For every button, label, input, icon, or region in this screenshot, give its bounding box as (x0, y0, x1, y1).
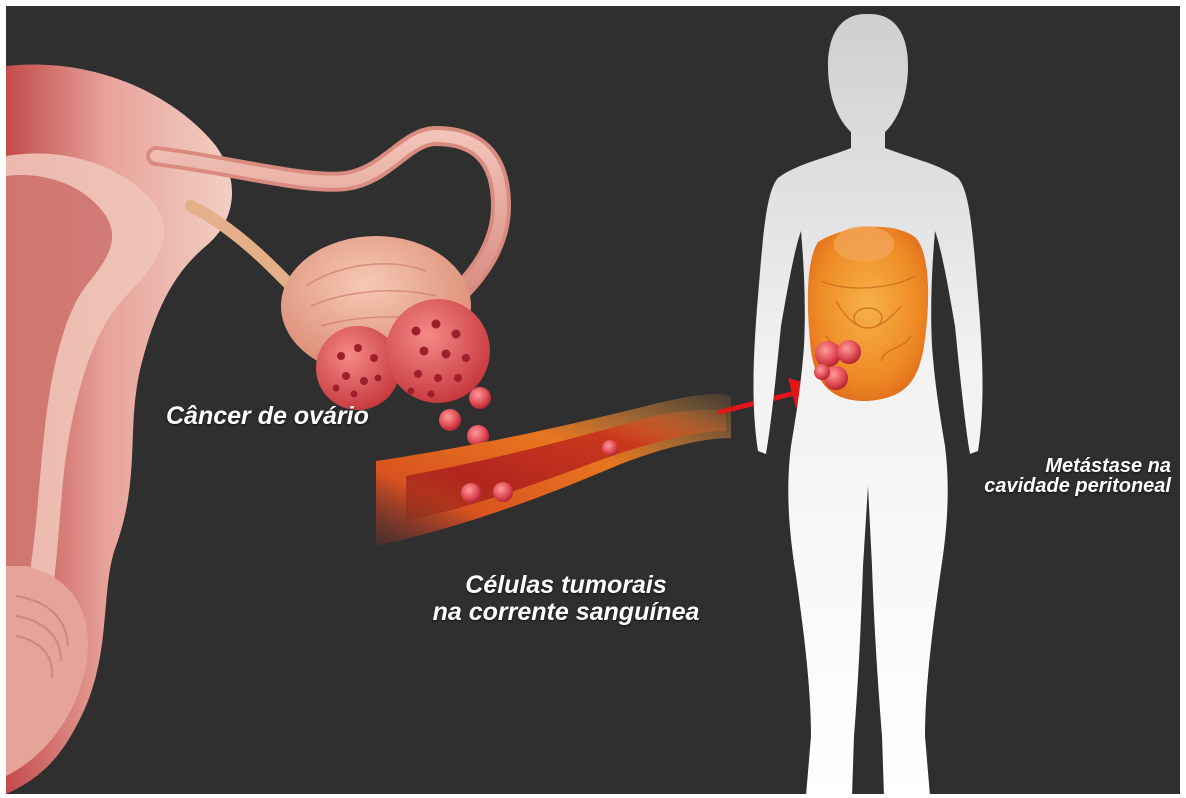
peritoneal-cavity-illustration (808, 226, 928, 401)
metastasis-label: Metástase na cavidade peritoneal (921, 456, 1171, 496)
metastasis-diagram (6, 6, 1180, 794)
female-body-silhouette (753, 14, 982, 794)
ovarian-cancer-label: Câncer de ovário (166, 402, 369, 431)
blood-vessel-illustration (376, 394, 731, 546)
bloodstream-line1: Células tumorais (386, 572, 746, 599)
metastasis-line1: Metástase na (921, 456, 1171, 476)
bloodstream-label: Células tumorais na corrente sanguínea (386, 572, 746, 626)
diagram-frame: Câncer de ovário Células tumorais na cor… (6, 6, 1180, 794)
metastasis-line2: cavidade peritoneal (921, 476, 1171, 496)
ovarian-cancer-text: Câncer de ovário (166, 402, 369, 431)
ovary-with-tumors-illustration (281, 236, 490, 410)
bloodstream-line2: na corrente sanguínea (386, 599, 746, 626)
